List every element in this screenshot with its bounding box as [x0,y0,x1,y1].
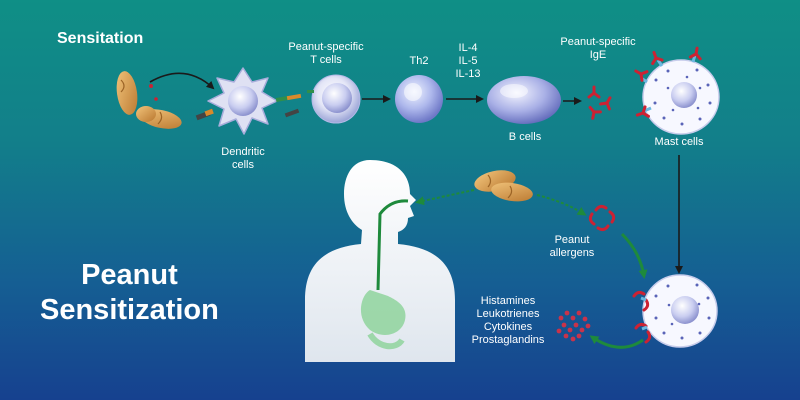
label-mast-cells: Mast cells [654,136,704,148]
mediator-item: Prostaglandins [471,334,545,346]
label-peanut-t-cells-line2: T cells [310,54,342,66]
label-dendritic-cells: Dendritic cells [213,146,273,172]
label-peanut-allergens: Peanut allergens [541,234,603,260]
peanut-icon [116,71,182,129]
label-allergens-line1: Peanut [554,234,590,246]
mediator-item: Leukotrienes [476,308,540,320]
label-peanut-t-cells: Peanut-specific T cells [285,41,367,67]
label-dendritic-line2: cells [231,159,254,171]
digestive-tract-icon [360,199,409,350]
label-peanut-ige: Peanut-specific IgE [550,36,646,62]
th2-cell-icon [395,75,443,123]
allergen-particles [149,84,158,101]
arrow-peanut-to-dendritic [149,72,215,90]
label-dendritic-line1: Dendritic [221,146,265,158]
label-interleukins: IL-4 IL-5 IL-13 [450,42,486,81]
mediator-item: Histamines [480,295,536,307]
mast-cell-activated-icon [632,274,718,348]
label-peanut-ige-line1: Peanut-specific [560,36,636,48]
mediator-granules-icon [556,310,591,342]
arrow-allergens-to-mast [620,232,648,279]
main-title: Peanut Sensitization [40,258,219,328]
t-cell-icon [307,74,361,124]
dendritic-cell-icon [195,67,302,135]
main-title-line2: Sensitization [40,294,219,326]
label-peanut-ige-line2: IgE [589,49,607,61]
b-cell-icon [487,76,561,124]
mast-cell-icon [631,45,720,135]
arrow-mast-to-mediators [589,335,644,349]
arrow-peanut-to-mouth [415,189,475,206]
label-allergens-line2: allergens [549,247,595,259]
arrow-peanut-to-allergens [536,194,587,216]
label-th2: Th2 [409,55,429,67]
label-il5: IL-5 [458,55,478,67]
label-il4: IL-4 [458,42,478,54]
peanut-allergen-icon [588,204,616,232]
peanut-icon-2 [474,170,533,202]
mediator-list: Histamines Leukotrienes Cytokines Prosta… [458,295,558,347]
ige-antibodies-icon [584,85,616,120]
label-il13: IL-13 [455,68,481,80]
section-title-sensitation: Sensitation [57,30,144,47]
main-title-line1: Peanut [81,259,178,291]
mediator-item: Cytokines [483,321,533,333]
label-b-cells: B cells [508,131,542,143]
label-peanut-t-cells-line1: Peanut-specific [288,41,364,53]
